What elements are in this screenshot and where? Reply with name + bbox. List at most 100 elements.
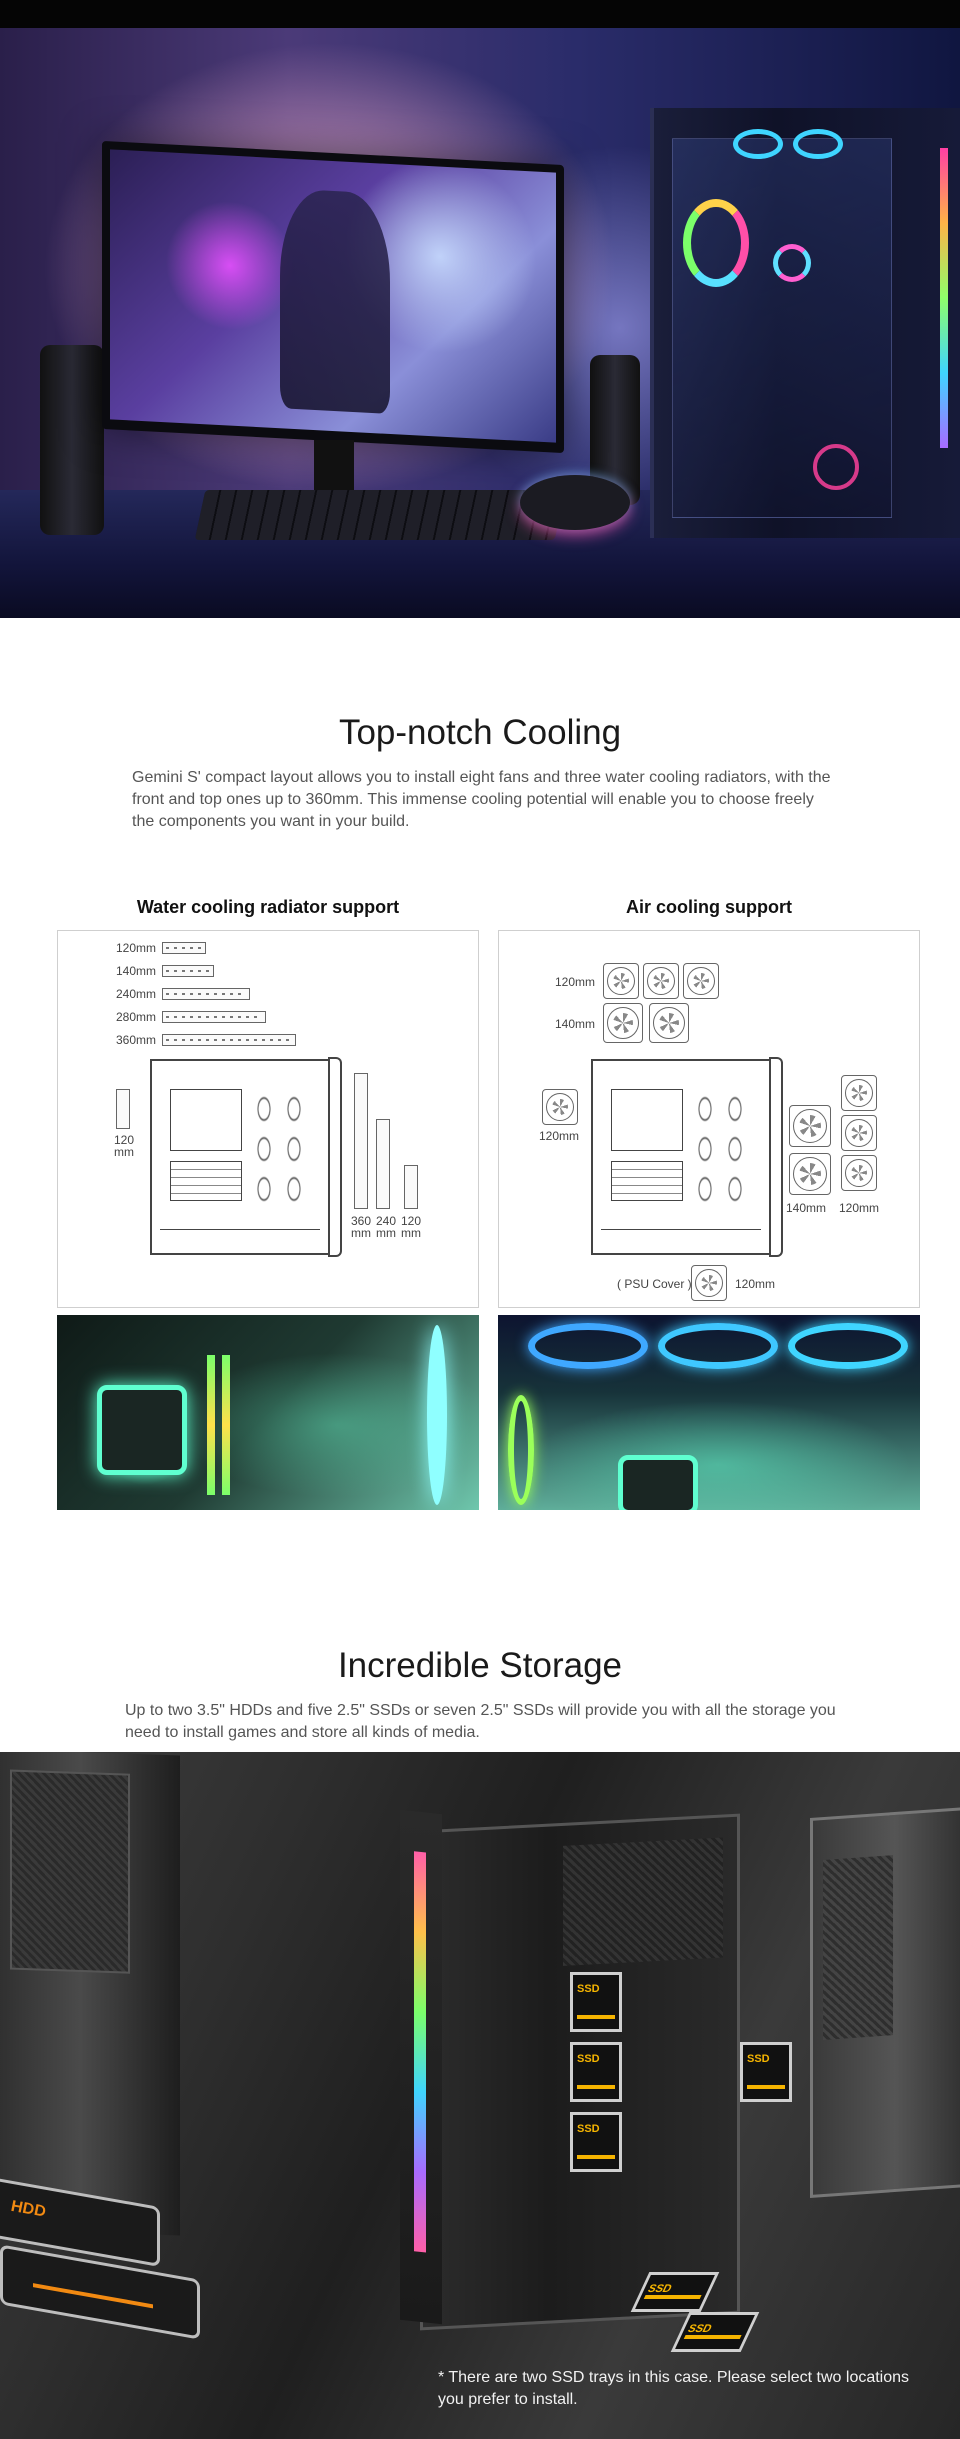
hdd-label: HDD [11, 2197, 46, 2221]
air-cooling-diagram: 120mm 140mm 120mm 140mm 120mm ( PSU Cove… [498, 930, 920, 1308]
ssd-label: SSD [645, 2283, 674, 2295]
front-radiator-label: 240 mm [376, 1214, 397, 1240]
ssd-drive: SSD [570, 2112, 622, 2172]
ssd-label: SSD [577, 2053, 600, 2065]
cooling-photo-pump [57, 1315, 479, 1510]
keyboard [194, 490, 566, 540]
fan-icon [683, 963, 719, 999]
fan-icon [841, 1155, 877, 1191]
cooling-title: Top-notch Cooling [338, 713, 622, 752]
hdd-accent-stripe [33, 2283, 153, 2309]
radiator-120-bar [162, 942, 206, 954]
cable-holes [693, 1089, 763, 1219]
radiator-size-label: 120mm [116, 941, 157, 955]
radiator-240-bar [162, 988, 250, 1000]
ssd-drive: SSD [570, 2042, 622, 2102]
fan-icon [691, 1265, 727, 1301]
top-fan-ring [793, 129, 843, 159]
gaming-monitor [102, 140, 564, 454]
storage-title: Incredible Storage [337, 1646, 623, 1685]
rear-fan-label: 120mm [539, 1129, 580, 1143]
case-outline-drawing [150, 1057, 342, 1257]
ssd-drive: SSD [670, 2312, 760, 2352]
rgb-mouse [520, 475, 630, 530]
front-radiator-360 [354, 1073, 368, 1209]
front-rgb-strip [400, 1809, 442, 2325]
expansion-slots [611, 1161, 683, 1201]
pump-ring [773, 244, 811, 282]
game-character-artwork [280, 188, 390, 414]
ssd-label: SSD [577, 1983, 600, 1995]
top-fan-ring [658, 1323, 778, 1369]
fan-icon [841, 1075, 877, 1111]
left-speaker [40, 345, 104, 535]
cooling-photo-fans [498, 1315, 920, 1510]
motherboard-outline [170, 1089, 242, 1151]
radiator-size-label: 140mm [116, 964, 157, 978]
left-case-side [0, 1752, 180, 2236]
ssd-label: SSD [577, 2123, 600, 2135]
hero-top-bar [0, 0, 960, 28]
motherboard-outline [611, 1089, 683, 1151]
psu-shroud [160, 1229, 320, 1245]
rear-radiator [116, 1089, 130, 1129]
storage-showcase: HDD SSD SSD SSD SSD SSD SSD [0, 1752, 960, 2439]
radiator-size-label: 360mm [116, 1033, 157, 1047]
monitor-screen [110, 149, 556, 443]
front-panel [769, 1057, 783, 1257]
rgb-fan-ring [683, 199, 749, 287]
fan-icon [789, 1105, 831, 1147]
ram-led-bar [207, 1355, 215, 1495]
front-fan-label-120: 120mm [839, 1201, 880, 1215]
center-case-mesh [563, 1837, 723, 1966]
front-fan-label-140: 140mm [786, 1201, 827, 1215]
hero-banner [0, 0, 960, 618]
psu-shroud [601, 1229, 761, 1245]
case-outline-drawing [591, 1057, 783, 1257]
fan-icon [603, 1003, 643, 1043]
cpu-pump-block [97, 1385, 187, 1475]
water-cooling-heading: Water cooling radiator support [136, 897, 400, 917]
hdd-tray [0, 2244, 200, 2340]
front-radiator-120 [404, 1165, 418, 1209]
cable-holes [252, 1089, 322, 1219]
cooling-description: Gemini S' compact layout allows you to i… [132, 769, 831, 830]
bottom-ring [813, 444, 859, 490]
ram-led-bar [222, 1355, 230, 1495]
psu-fan-label: 120mm [735, 1277, 776, 1291]
cpu-pump-block [618, 1455, 698, 1510]
rear-fan-glow [508, 1395, 534, 1505]
front-radiator-label: 360 mm [351, 1214, 372, 1240]
radiator-140-bar [162, 965, 214, 977]
ssd-label: SSD [747, 2053, 770, 2065]
air-cooling-heading: Air cooling support [626, 897, 792, 917]
water-cooling-diagram: 120mm 140mm 240mm 280mm 360mm 120 mm 360… [57, 930, 479, 1308]
fan-icon [649, 1003, 689, 1043]
front-radiator-240 [376, 1119, 390, 1209]
storage-description: Up to two 3.5" HDDs and five 2.5" SSDs o… [125, 1702, 836, 1741]
radiator-size-label: 240mm [116, 987, 157, 1001]
right-case [810, 1806, 960, 2198]
front-radiator-label: 120 mm [401, 1214, 422, 1240]
fan-icon [643, 963, 679, 999]
expansion-slots [170, 1161, 242, 1201]
radiator-280-bar [162, 1011, 266, 1023]
ssd-label: SSD [685, 2323, 714, 2335]
top-fan-label-140: 140mm [555, 1017, 596, 1031]
radiator-360-bar [162, 1034, 296, 1046]
rear-radiator-label: 120 mm [114, 1133, 135, 1159]
tempered-glass-panel [672, 129, 892, 518]
top-fan-ring [528, 1323, 648, 1369]
mesh-panel [10, 1769, 130, 1974]
top-fan-ring [788, 1323, 908, 1369]
front-panel [328, 1057, 342, 1257]
front-fan-glow [427, 1325, 447, 1505]
ssd-drive: SSD [740, 2042, 792, 2102]
fan-icon [603, 963, 639, 999]
radiator-size-label: 280mm [116, 1010, 157, 1024]
ssd-drive: SSD [570, 1972, 622, 2032]
top-fan-label-120: 120mm [555, 975, 596, 989]
rgb-light-strip [940, 148, 948, 448]
right-case-mesh [823, 1855, 893, 2041]
ssd-tray-note: * There are two SSD trays in this case. … [438, 2369, 910, 2408]
